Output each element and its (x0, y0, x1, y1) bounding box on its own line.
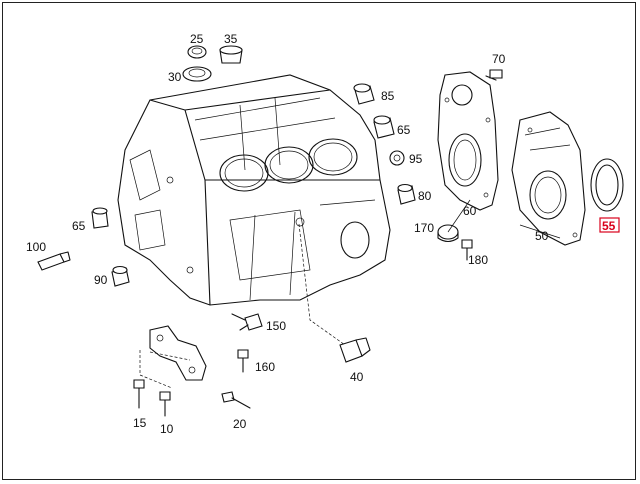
label-25: 25 (190, 32, 204, 46)
bolt-70[interactable] (485, 69, 503, 81)
highlight-box-55 (599, 217, 620, 233)
bushing-65-right[interactable] (373, 115, 395, 139)
timing-cover-60[interactable] (437, 71, 499, 211)
seal-25[interactable] (187, 45, 207, 59)
label-40: 40 (350, 370, 364, 384)
label-20: 20 (233, 417, 247, 431)
rear-cover-50[interactable] (511, 111, 586, 246)
drain-plug-40[interactable] (339, 337, 371, 363)
bolt-15[interactable] (133, 379, 145, 409)
ring-30[interactable] (182, 66, 212, 82)
label-50: 50 (535, 229, 549, 243)
label-10: 10 (160, 422, 174, 436)
label-160: 160 (255, 360, 275, 374)
part-labels: 25 35 30 70 85 65 95 80 60 50 55 65 100 … (26, 32, 620, 436)
label-80: 80 (418, 189, 432, 203)
plug-35[interactable] (219, 45, 243, 64)
engine-block[interactable] (117, 74, 391, 306)
label-15: 15 (133, 416, 147, 430)
label-85: 85 (381, 89, 395, 103)
label-95: 95 (409, 152, 423, 166)
label-65-right: 65 (397, 123, 411, 137)
label-180: 180 (468, 253, 488, 267)
plug-95[interactable] (389, 150, 405, 166)
label-170: 170 (414, 221, 434, 235)
cover-plug-170[interactable] (437, 224, 459, 243)
bolt-20[interactable] (221, 391, 251, 409)
label-150: 150 (266, 319, 286, 333)
seal-ring-55[interactable] (590, 158, 624, 212)
label-30: 30 (168, 70, 182, 84)
bolt-160[interactable] (237, 349, 249, 373)
bushing-65-left[interactable] (91, 207, 109, 229)
sensor-100[interactable] (37, 251, 71, 271)
label-60: 60 (463, 204, 477, 218)
leader-lines (139, 199, 471, 389)
bolt-180[interactable] (461, 239, 473, 261)
label-70: 70 (492, 52, 506, 66)
knock-sensor-150[interactable] (231, 313, 263, 331)
label-55: 55 (602, 219, 616, 233)
bushing-90[interactable] (111, 265, 130, 287)
bushing-80[interactable] (397, 183, 416, 205)
label-65-left: 65 (72, 219, 86, 233)
label-35: 35 (224, 32, 238, 46)
bracket[interactable] (149, 325, 207, 381)
bolt-10[interactable] (159, 391, 171, 417)
bushing-85[interactable] (353, 83, 375, 105)
label-90: 90 (94, 273, 108, 287)
label-100: 100 (26, 240, 46, 254)
